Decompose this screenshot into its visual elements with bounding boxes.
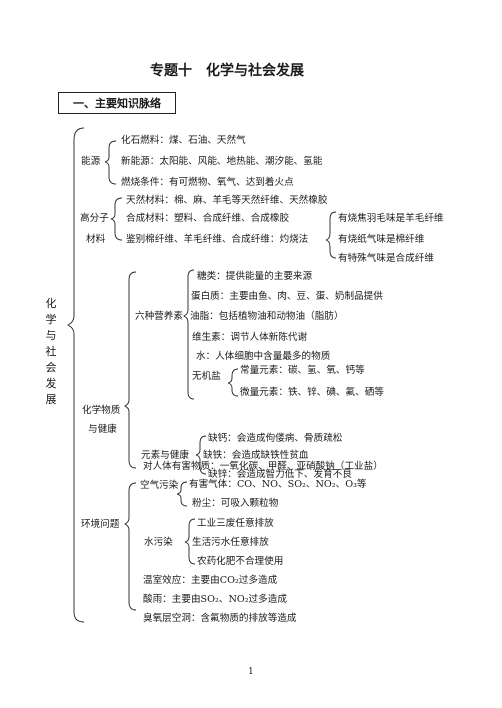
polymer-item: 合成材料：塑料、合成纤维、合成橡胶 (126, 213, 290, 224)
nutrient-item: 维生素：调节人体新陈代谢 (192, 332, 308, 343)
polymer-label-1: 高分子 (80, 213, 109, 224)
page-number: 1 (248, 667, 254, 677)
inorganic-item: 常量元素：碳、氢、氧、钙等 (240, 365, 365, 376)
brace-root (66, 127, 85, 623)
inorganic-label: 无机盐 (192, 371, 221, 382)
polymer-label-2: 材料 (86, 234, 106, 245)
brace-inorganic (227, 368, 239, 397)
env-item: 酸雨：主要由SO₂、NO₂过多造成 (143, 594, 287, 605)
brace-burn (325, 211, 337, 259)
water-item: 工业三废任意排放 (197, 518, 274, 529)
root-label: 化学与社会发展 (45, 297, 57, 406)
health-label-1: 化学物质 (82, 405, 121, 416)
water-item: 生活污水任意排放 (192, 537, 269, 548)
polymer-item: 天然材料：棉、麻、羊毛等天然纤维、天然橡胶 (126, 195, 328, 206)
water-label: 水污染 (144, 537, 173, 548)
nutrient-item: 蛋白质：主要由鱼、肉、豆、蛋、奶制品提供 (191, 291, 383, 302)
burn-result: 有烧纸气味是棉纤维 (338, 234, 425, 245)
energy-item: 新能源：太阳能、风能、地热能、潮汐能、氢能 (121, 156, 323, 167)
burn-result: 有特殊气味是合成纤维 (338, 253, 434, 264)
env-item: 臭氧层空洞：含氟物质的排放等造成 (143, 613, 297, 624)
element-item: 缺铁：会造成缺铁性贫血 (203, 450, 309, 461)
air-item: 有害气体：CO、NO、SO₂、NO₂、O₃等 (189, 479, 367, 490)
section-heading: 一、主要知识脉络 (73, 97, 161, 110)
section-heading-box: 一、主要知识脉络 (58, 92, 176, 114)
environment-label: 环境问题 (81, 519, 120, 530)
inorganic-item: 微量元素：铁、锌、碘、氟、硒等 (240, 387, 384, 398)
burn-result: 有烧焦羽毛味是羊毛纤维 (338, 213, 444, 224)
brace-polymer (110, 197, 123, 241)
energy-label: 能源 (81, 156, 101, 167)
air-item: 粉尘：可吸入颗粒物 (192, 498, 279, 509)
element-item: 缺锌：会造成智力低下、发育不良 (208, 469, 352, 480)
air-label: 空气污染 (140, 480, 179, 491)
env-item: 温室效应：主要由CO₂过多造成 (143, 575, 278, 586)
brace-health (123, 271, 137, 469)
harmful-substances: 对人体有害物质：一氧化碳、甲醛、亚硝酸钠（工业盐） (143, 461, 383, 472)
nutrients-label: 六种营养素 (135, 311, 183, 322)
energy-item: 燃烧条件：有可燃物、氧气、达到着火点 (121, 177, 294, 188)
brace-energy (104, 140, 117, 185)
brace-environment (123, 482, 137, 611)
health-label-2: 与健康 (88, 424, 117, 435)
water-item: 农药化肥不合理使用 (197, 556, 284, 567)
nutrient-item: 水：人体细胞中含量最多的物质 (196, 351, 331, 362)
brace-air-real (176, 481, 188, 507)
page-title: 专题十 化学与社会发展 (150, 63, 304, 79)
nutrient-item: 糖类：提供能量的主要来源 (197, 271, 313, 282)
element-item: 缺钙：会造成佝偻病、骨质疏松 (208, 433, 343, 444)
nutrient-item: 油脂：包括植物油和动物油（脂肪） (190, 311, 344, 322)
polymer-item: 鉴别棉纤维、羊毛纤维、合成纤维：灼烧法 (126, 234, 309, 245)
elements-label: 元素与健康 (141, 450, 189, 461)
energy-item: 化石燃料：煤、石油、天然气 (121, 135, 246, 146)
